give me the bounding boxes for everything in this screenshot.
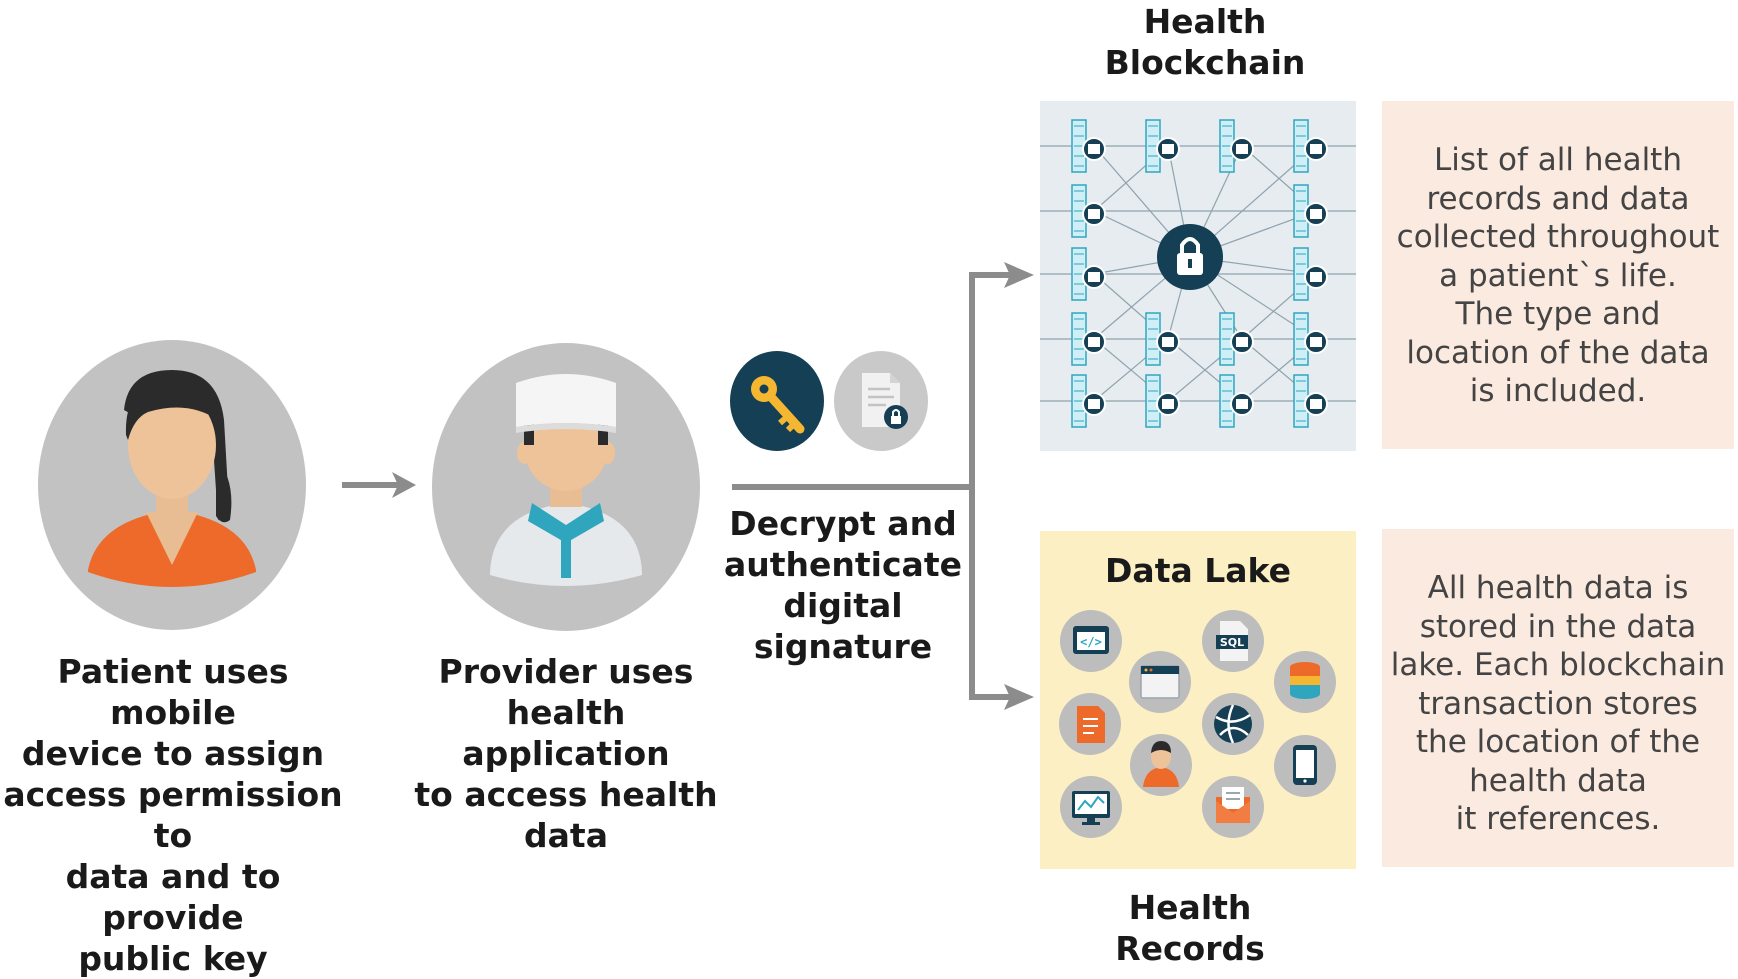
blockchain-note: List of all health records and data coll… [1382, 101, 1734, 449]
health-records-label: Health Records [1115, 888, 1265, 968]
monitor-chart-icon [1060, 776, 1122, 838]
server-node-icon [1293, 374, 1328, 428]
server-node-icon [1293, 312, 1328, 366]
data-lake-icons: </> SQL [1059, 610, 1336, 838]
server-node-icon [1145, 374, 1180, 428]
server-node-icon [1219, 119, 1254, 173]
browser-icon [1129, 651, 1191, 713]
key-icon [730, 351, 824, 451]
signature-caption: Decrypt and authenticate digital signatu… [724, 504, 962, 666]
blockchain-network [1040, 101, 1356, 451]
server-node-icon [1071, 374, 1106, 428]
server-node-icon [1293, 247, 1328, 301]
data-lake-note: All health data is stored in the data la… [1382, 529, 1734, 867]
lock-icon [1157, 224, 1223, 290]
server-node-icon [1071, 119, 1106, 173]
mail-icon [1202, 776, 1264, 838]
data-lake-panel: Data Lake </> SQL [1040, 531, 1356, 869]
blockchain-title: Health Blockchain [1104, 2, 1306, 82]
svg-text:</>: </> [1080, 635, 1102, 649]
patient-caption: Patient uses mobile device to assign acc… [3, 652, 343, 978]
sql-icon: SQL [1202, 610, 1264, 672]
server-node-icon [1071, 312, 1106, 366]
provider-caption: Provider uses health application to acce… [414, 652, 718, 855]
doctor-icon [432, 343, 700, 631]
document-icon [1059, 693, 1121, 755]
server-node-icon [1071, 184, 1106, 238]
data-lake-description: All health data is stored in the data la… [1390, 570, 1726, 837]
user-icon [1130, 734, 1192, 796]
blockchain-description: List of all health records and data coll… [1396, 142, 1720, 409]
globe-icon [1202, 693, 1264, 755]
locked-document-icon [834, 351, 928, 451]
database-icon [1274, 651, 1336, 713]
patient-figure [38, 340, 306, 630]
server-node-icon [1219, 312, 1254, 366]
patient-icon [38, 340, 306, 630]
server-node-icon [1293, 184, 1328, 238]
server-node-icon [1219, 374, 1254, 428]
sql-label: SQL [1220, 636, 1244, 649]
data-lake-title: Data Lake [1105, 551, 1291, 590]
server-node-icon [1145, 312, 1180, 366]
provider-figure [432, 343, 700, 631]
tablet-icon [1274, 735, 1336, 797]
arrow-right-icon [342, 472, 416, 498]
server-node-icon [1071, 247, 1106, 301]
network-graph [1040, 119, 1356, 428]
code-icon: </> [1060, 610, 1122, 672]
server-node-icon [1145, 119, 1180, 173]
server-node-icon [1293, 119, 1328, 173]
